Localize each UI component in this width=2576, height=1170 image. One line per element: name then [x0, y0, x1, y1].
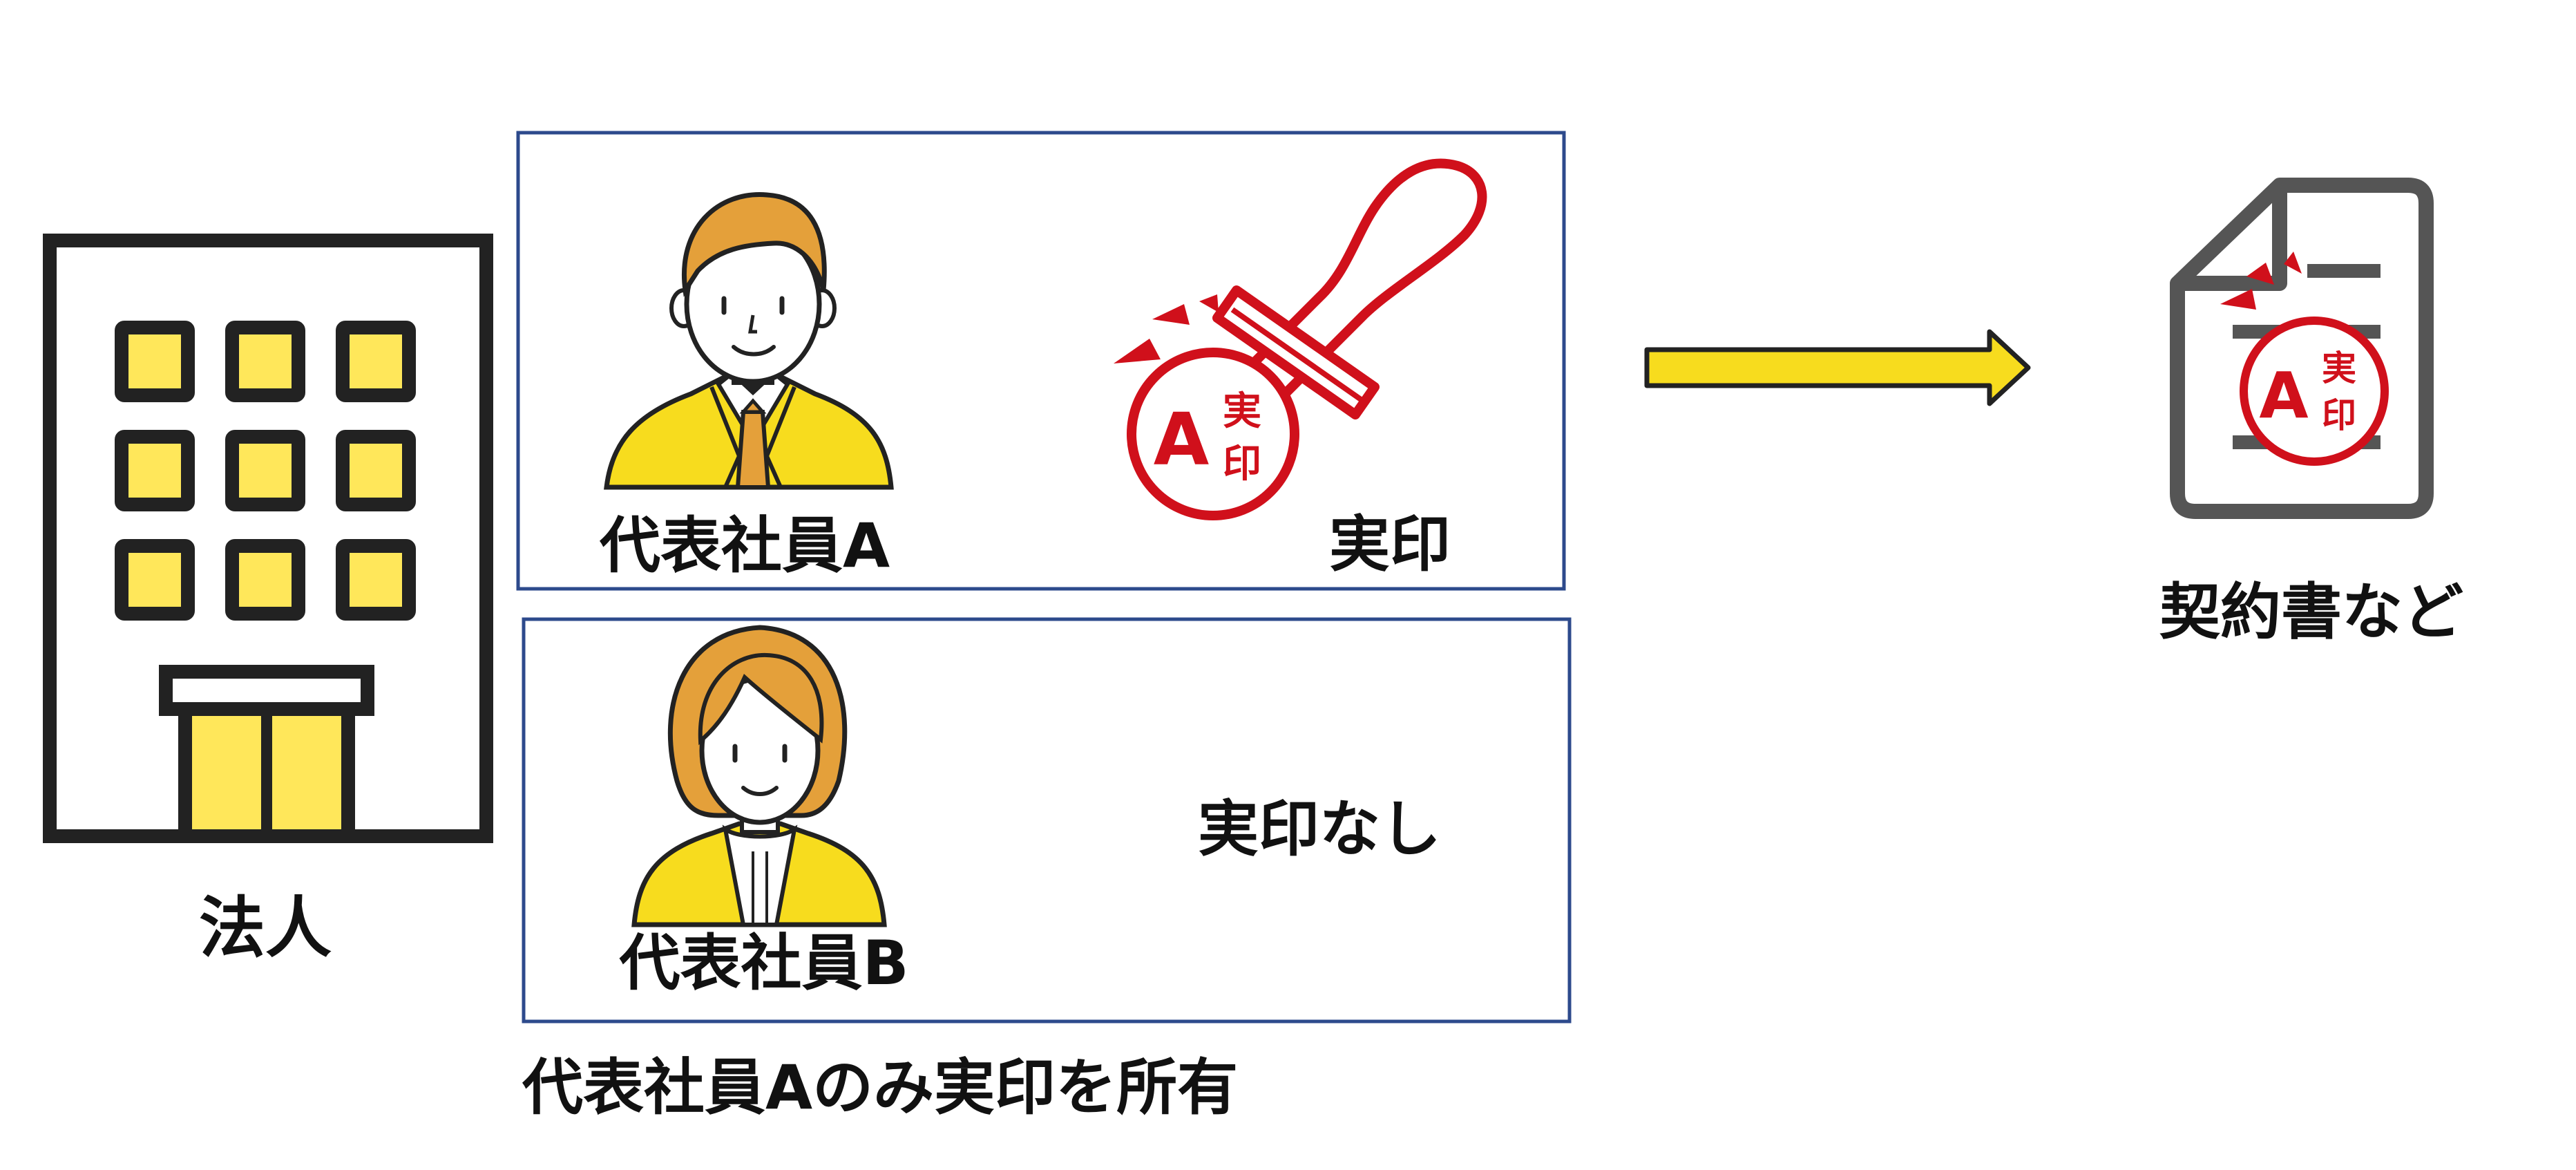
no-seal-label: 実印なし: [1198, 793, 1441, 865]
corporation-label: 法人: [199, 889, 332, 967]
male-representative-icon: [604, 192, 894, 490]
rep-a-box: [516, 131, 1566, 591]
seal-label: 実印: [1329, 509, 1451, 580]
document-seal-char-bottom: 印: [2322, 395, 2356, 435]
stamp-seal-char-top: 実: [1223, 389, 1261, 434]
rep-b-label: 代表社員B: [618, 927, 908, 999]
stamp-seal-letter: A: [1154, 397, 1210, 482]
female-representative-icon: [631, 625, 887, 927]
stamped-document-icon: A 実 印: [2170, 178, 2434, 519]
stamp-seal-char-bottom: 印: [1223, 442, 1261, 487]
documents-label: 契約書など: [2159, 576, 2463, 648]
caption-text: 代表社員Aのみ実印を所有: [522, 1052, 1238, 1123]
seal-stamp-icon: A 実 印: [1114, 158, 1487, 520]
rep-a-label: 代表社員A: [599, 510, 890, 581]
document-seal-letter: A: [2259, 359, 2308, 433]
rep-b-box: [522, 617, 1572, 1023]
office-building-icon: [43, 234, 493, 843]
right-arrow-icon: [1644, 329, 2031, 406]
document-seal-char-top: 実: [2322, 348, 2356, 388]
